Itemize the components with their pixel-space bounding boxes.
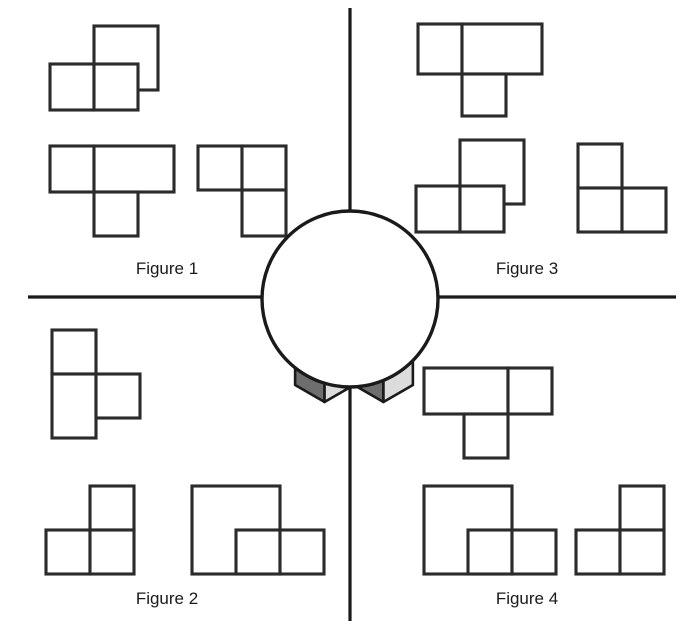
view-4b-cell-2 [510,528,558,576]
view-2b-cell-1 [44,528,92,576]
view-1b-cell-1 [92,144,176,194]
view-2b-cell-0 [88,484,136,532]
view-3c-cell-0 [576,142,624,190]
logo-ring [260,209,440,389]
view-2b [44,484,136,576]
view-4c-cell-1 [574,528,622,576]
figure-4-label: Figure 4 [496,589,558,608]
view-4b [422,484,558,576]
view-1a [48,24,160,112]
view-1a-cell-2 [92,62,140,112]
view-3b-cell-2 [458,184,506,234]
view-3c [576,142,668,234]
view-3a [416,22,544,118]
view-3b [414,138,526,234]
view-2c [190,484,326,576]
view-2a [50,328,142,440]
view-4a-cell-1 [506,366,554,416]
view-1a-cell-1 [48,62,96,112]
view-1b-cell-2 [92,190,140,238]
view-1b [48,144,176,238]
view-3a-cell-2 [460,72,508,118]
view-3c-cell-2 [620,186,668,234]
view-1c-cell-2 [240,188,288,238]
view-3a-cell-0 [416,22,464,76]
view-1c-cell-1 [240,144,288,192]
view-2a-cell-2 [94,372,142,420]
quadrant-figure-2: Figure 2 [44,328,326,608]
view-4a-cell-2 [462,412,510,460]
quadrant-figure-3: Figure 3 [414,22,668,278]
view-2c-cell-2 [278,528,326,576]
view-1b-cell-0 [48,144,96,194]
view-4a-cell-0 [422,366,510,416]
view-2c-cell-1 [234,528,282,576]
view-2b-cell-2 [88,528,136,576]
figure-2-label: Figure 2 [136,589,198,608]
view-2a-cell-1 [50,372,98,440]
view-3a-cell-1 [460,22,544,76]
view-2a-cell-0 [50,328,98,376]
view-4c-cell-2 [618,528,666,576]
view-3c-cell-1 [576,186,624,234]
view-4c [574,484,666,576]
view-4a [422,366,554,460]
figure-3-label: Figure 3 [496,259,558,278]
view-4b-cell-1 [466,528,514,576]
quadrant-figure-4: Figure 4 [422,366,666,608]
figure-1-label: Figure 1 [136,259,198,278]
view-1c-cell-0 [196,144,244,192]
view-4c-cell-0 [618,484,666,532]
view-3b-cell-1 [414,184,462,234]
quadrant-figure-1: Figure 1 [48,24,288,278]
view-1c [196,144,288,238]
